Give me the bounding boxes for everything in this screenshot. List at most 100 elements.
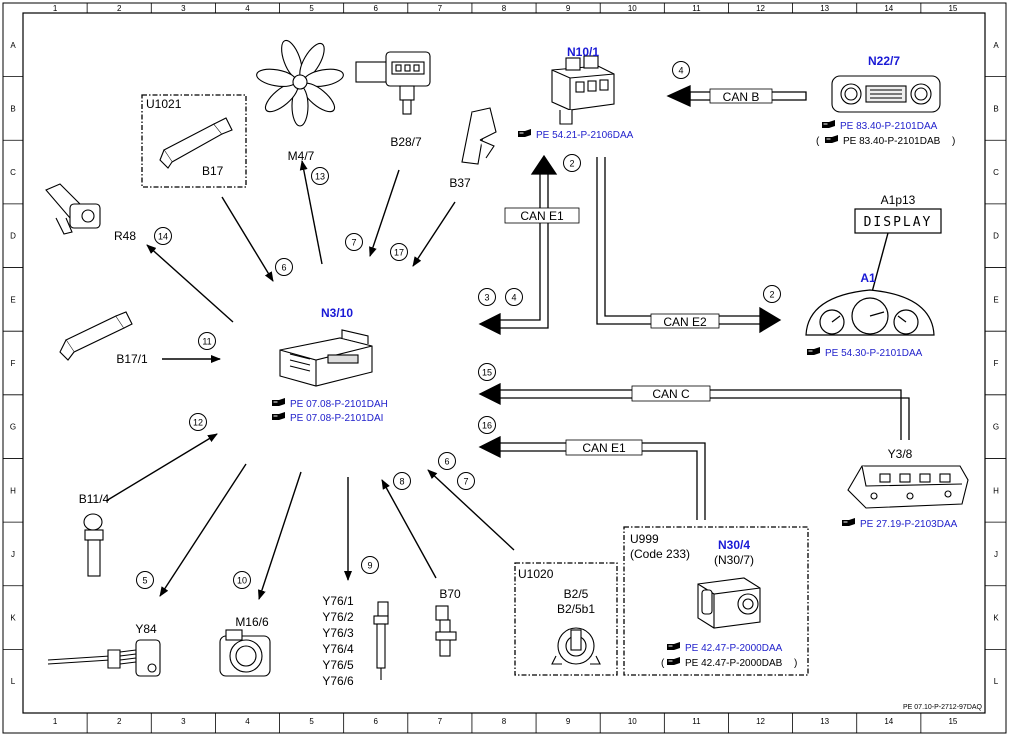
- signal-marker-s14: 14: [154, 227, 172, 245]
- ruler-col-top: 1: [53, 4, 58, 13]
- b2-5-label: B2/5: [564, 587, 589, 601]
- ruler-col-top: 14: [884, 4, 893, 13]
- n22-7-label: N22/7: [868, 54, 900, 68]
- ruler-col-top: 9: [566, 4, 571, 13]
- signal-marker-s11: 11: [198, 332, 216, 350]
- b70-sensor: [435, 605, 457, 657]
- ruler-row-left: J: [11, 550, 15, 559]
- ruler-row-right: H: [993, 486, 999, 495]
- n30-4-ref2-close: ): [794, 658, 797, 669]
- y76-1-label: Y76/1: [322, 594, 354, 608]
- signal-marker-s5: 5: [136, 571, 154, 589]
- ref-book-icon: [272, 398, 285, 406]
- ruler-col-top: 3: [181, 4, 186, 13]
- ruler-row-left: G: [10, 423, 16, 432]
- ruler-col-top: 11: [692, 4, 701, 13]
- n22-7-ref2: PE 83.40-P-2101DAB: [843, 136, 941, 147]
- signal-number: 2: [569, 158, 574, 168]
- signal-number: 15: [482, 367, 492, 377]
- ruler-col-bottom: 11: [692, 717, 701, 726]
- n22-7-ref2-close: ): [952, 136, 955, 147]
- signal-number: 2: [769, 289, 774, 299]
- n22-7-ref1: PE 83.40-P-2101DAA: [840, 121, 938, 132]
- y3-8-label: Y3/8: [888, 447, 913, 461]
- a1-instrument-cluster: [805, 289, 935, 336]
- b70-label: B70: [439, 587, 461, 601]
- signal-marker-s13: 13: [311, 167, 329, 185]
- ruler-row-right: A: [993, 41, 999, 50]
- y76-4-label: Y76/4: [322, 642, 354, 656]
- ruler-col-bottom: 14: [884, 717, 893, 726]
- b17-sensor: [159, 117, 233, 169]
- ruler-col-top: 4: [245, 4, 250, 13]
- n30-4-ref2-open: (: [661, 658, 665, 669]
- signal-marker-s8: 8: [393, 472, 411, 490]
- signal-marker-s15: 15: [478, 363, 496, 381]
- n30-4-ref1: PE 42.47-P-2000DAA: [685, 643, 783, 654]
- ruler-col-bottom: 8: [502, 717, 507, 726]
- ref-book-icon: [518, 129, 531, 137]
- ruler-col-top: 6: [374, 4, 379, 13]
- m16-6-label: M16/6: [235, 615, 269, 629]
- bus-labels: CAN B CAN E1 CAN E2 CAN C CAN E1: [504, 88, 773, 456]
- signal-marker-s7_b28: 7: [345, 233, 363, 251]
- ruler-col-bottom: 15: [948, 717, 957, 726]
- ruler-row-right: L: [994, 677, 999, 686]
- a1-ref: PE 54.30-P-2101DAA: [825, 348, 923, 359]
- b37-pedal: [461, 107, 497, 165]
- signal-marker-s3: 3: [478, 288, 496, 306]
- b11-4-label: B11/4: [79, 492, 110, 506]
- n10-1-label: N10/1: [567, 45, 599, 59]
- signal-number: 11: [202, 336, 211, 346]
- ruler-row-left: K: [10, 614, 16, 623]
- ruler-row-right: E: [993, 295, 998, 304]
- n22-7-panel: [831, 75, 941, 113]
- ruler-row-left: C: [10, 168, 16, 177]
- can-c-label: CAN C: [652, 387, 690, 401]
- signal-number: 17: [394, 247, 404, 257]
- a1p13-display: DISPLAY: [854, 208, 942, 234]
- ruler-col-top: 10: [628, 4, 637, 13]
- ruler-col-top: 2: [117, 4, 122, 13]
- m4-7-label: M4/7: [288, 149, 315, 163]
- signal-number: 13: [315, 171, 325, 181]
- ruler-col-top: 15: [948, 4, 957, 13]
- signal-marker-s12: 12: [189, 413, 207, 431]
- ref-book-icon: [822, 120, 835, 128]
- ref-book-icon: [272, 412, 285, 420]
- b28-7-sensor: [355, 51, 431, 115]
- ruler-row-left: E: [10, 295, 15, 304]
- u1021-label: U1021: [146, 97, 182, 111]
- signal-marker-s16: 16: [478, 416, 496, 434]
- n3-10-label: N3/10: [321, 306, 353, 320]
- can-e2-label: CAN E2: [663, 315, 707, 329]
- b17-label: B17: [202, 164, 224, 178]
- ruler-row-right: F: [994, 359, 999, 368]
- ruler-row-right: D: [993, 232, 999, 241]
- ruler-col-top: 13: [820, 4, 829, 13]
- signal-marker-s7_u: 7: [457, 472, 475, 490]
- footer-ref: PE 07.10-P-2712-97DAQ: [903, 704, 983, 711]
- b11-4-sensor: [83, 513, 104, 577]
- r48-label: R48: [114, 229, 136, 243]
- ruler-col-bottom: 2: [117, 717, 122, 726]
- ruler-col-bottom: 1: [53, 717, 58, 726]
- signal-number: 4: [678, 65, 683, 75]
- ruler-row-left: D: [10, 232, 16, 241]
- n22-7-ref2-open: (: [816, 136, 820, 147]
- ruler-col-top: 12: [756, 4, 765, 13]
- m4-7-fan: [256, 39, 344, 127]
- b37-label: B37: [449, 176, 471, 190]
- ruler-col-bottom: 13: [820, 717, 829, 726]
- n10-1-ref: PE 54.21-P-2106DAA: [536, 130, 634, 141]
- b2-5b1-label: B2/5b1: [557, 602, 595, 616]
- signal-number: 4: [511, 292, 516, 302]
- ruler-row-right: K: [993, 614, 999, 623]
- ruler-row-right: B: [993, 104, 998, 113]
- ruler-col-bottom: 7: [438, 717, 443, 726]
- n3-10-ref1: PE 07.08-P-2101DAH: [290, 399, 388, 410]
